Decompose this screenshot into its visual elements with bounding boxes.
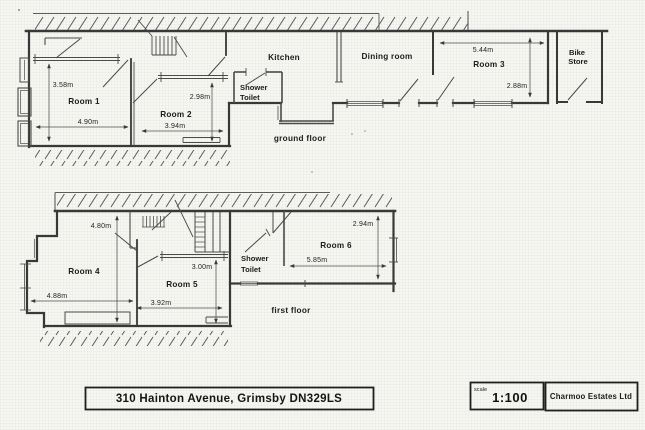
staircase-first-icon [142,199,230,253]
room1-depth-dim: 3.58m [53,82,73,89]
ground-floor-dimensions: 3.58m 4.90m 2.98m 3.94m 5.44m 2.88m [35,37,545,142]
room2-depth-dim: 2.98m [190,94,210,101]
address-box [84,386,375,411]
scan-specks [18,9,366,173]
room5-depth-dim: 3.00m [192,264,212,271]
room2-width-dim: 3.94m [165,123,185,130]
first-floor-plan: 4.80m 4.88m 3.00m 3.92m 2.94m 5.85m Room… [20,192,398,346]
bike-store-label-line2: Store [568,57,587,66]
first-shower-label-line1: Shower [241,254,268,263]
ground-shower-toilet-walls [233,68,283,103]
room4-width-dim: 4.88m [47,293,67,300]
room2-label: Room 2 [160,110,192,119]
room5-width-dim: 3.92m [151,300,171,307]
dining-room-label: Dining room [362,52,413,61]
title-block: 310 Hainton Avenue, Grimsby DN329LS scal… [84,381,639,412]
ground-floor-labels: Room 1 Room 2 Room 3 Kitchen Dining room… [68,48,587,143]
room4-depth-dim: 4.80m [91,223,111,230]
company-box [544,381,639,412]
first-floor-dimensions: 4.80m 4.88m 3.00m 3.92m 2.94m 5.85m [30,215,387,324]
ground-floor-windows [17,57,513,147]
first-floor-walls [25,209,397,329]
room3-width-dim: 5.44m [473,47,493,54]
scale-value: 1:100 [492,390,528,405]
scale-label: scale [474,387,487,393]
ground-floor-plan: 3.58m 4.90m 2.98m 3.94m 5.44m 2.88m Room… [17,11,609,166]
ground-shower-label-line1: Shower [240,83,267,92]
first-floor-labels: Room 4 Room 5 Room 6 Shower Toilet first… [68,241,352,315]
first-floor-caption: first floor [271,306,311,315]
scale-box [469,381,545,411]
first-floor-windows [20,237,398,324]
room1-label: Room 1 [68,97,100,106]
ground-shower-label-line2: Toilet [240,93,260,102]
address-title: 310 Hainton Avenue, Grimsby DN329LS [116,393,342,405]
room6-width-dim: 5.85m [307,257,327,264]
staircase-ground-icon [137,19,188,58]
party-wall-hatching-first [40,192,392,346]
ground-floor-door-swings [55,38,588,104]
ground-floor-caption: ground floor [274,134,327,143]
room4-label: Room 4 [68,267,100,276]
ground-floor-walls [24,29,609,149]
room3-depth-dim: 2.88m [507,83,527,90]
room6-label: Room 6 [320,241,352,250]
kitchen-label: Kitchen [268,53,300,62]
bike-store-label-line1: Bike [569,48,585,57]
room3-label: Room 3 [473,60,505,69]
first-shower-label-line2: Toilet [241,265,261,274]
company-name: Charmoo Estates Ltd [550,392,632,401]
room6-depth-dim: 2.94m [353,221,373,228]
room1-width-dim: 4.90m [78,119,98,126]
room5-label: Room 5 [166,280,198,289]
bike-store-walls [556,32,603,104]
